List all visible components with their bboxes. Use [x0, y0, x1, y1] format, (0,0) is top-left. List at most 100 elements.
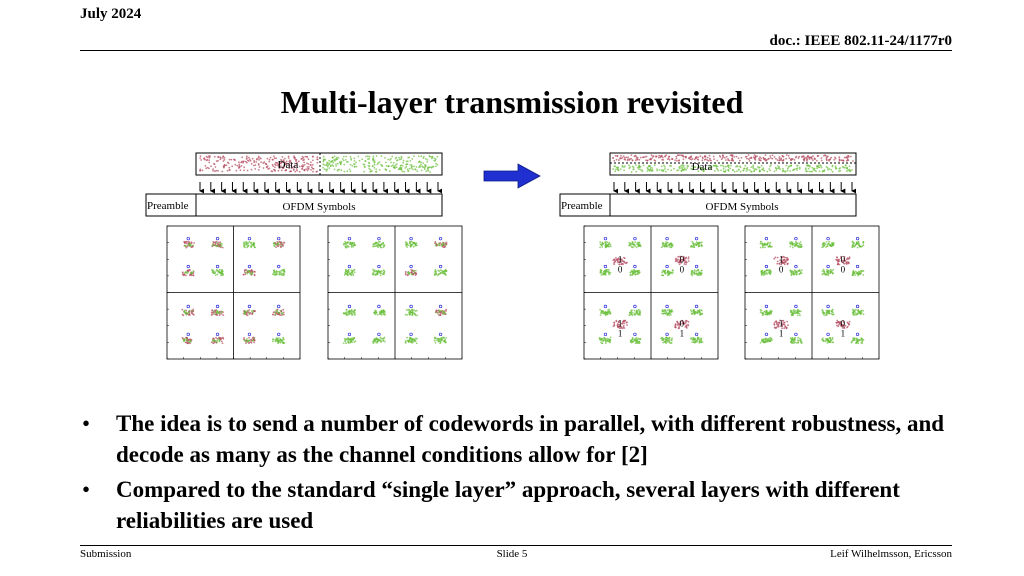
bullet-text: Compared to the standard “single layer” … — [116, 477, 900, 533]
footer-slide-number: Slide 5 — [496, 548, 528, 560]
bit-label-bottom: 0 — [680, 265, 685, 275]
bit-label-bottom: 0 — [779, 265, 784, 275]
reference-point — [186, 332, 190, 337]
reference-point — [377, 236, 381, 241]
bit-label-bottom: 1 — [680, 328, 685, 338]
reference-point — [247, 264, 252, 269]
reference-point — [633, 236, 637, 241]
right-arrow-row — [613, 182, 857, 194]
reference-point — [794, 264, 798, 269]
reference-point — [347, 304, 352, 309]
right-data-layer-b — [612, 164, 853, 173]
reference-point — [764, 236, 769, 241]
reference-point — [694, 304, 699, 309]
left-data-label: Data — [278, 159, 299, 171]
right-ofdm-label: OFDM Symbols — [705, 201, 778, 213]
reference-point — [603, 264, 608, 269]
reference-point — [665, 304, 669, 309]
bit-label-top: 0 — [680, 318, 685, 328]
left-data-layer-b — [322, 155, 439, 173]
reference-point — [633, 304, 637, 309]
reference-point — [855, 264, 860, 269]
reference-point — [603, 332, 608, 337]
reference-point — [826, 332, 830, 337]
reference-point — [855, 304, 860, 309]
reference-point — [764, 264, 769, 269]
reference-point — [794, 332, 798, 337]
reference-point — [215, 304, 220, 309]
left-ofdm-label: OFDM Symbols — [282, 201, 355, 213]
bit-label-bottom: 1 — [618, 328, 623, 338]
right-data-layer-a — [612, 154, 854, 162]
reference-point — [826, 264, 830, 269]
bit-label-top: 0 — [841, 255, 846, 265]
left-preamble-label: Preamble — [147, 200, 189, 212]
reference-point — [409, 332, 413, 337]
bit-label-top: 1 — [618, 255, 623, 265]
bit-label-bottom: 1 — [779, 328, 784, 338]
reference-point — [603, 304, 608, 309]
reference-point — [438, 304, 443, 309]
header-date: July 2024 — [80, 6, 142, 22]
bit-label-top: 1 — [618, 318, 623, 328]
reference-point — [438, 332, 443, 337]
header-rule — [80, 50, 952, 51]
bit-label-bottom: 0 — [841, 265, 846, 275]
reference-point — [277, 264, 281, 269]
reference-point — [826, 236, 830, 241]
footer-left: Submission — [80, 548, 132, 560]
bit-label-bottom: 1 — [841, 328, 846, 338]
reference-point — [377, 332, 381, 337]
reference-point — [247, 332, 252, 337]
reference-point — [186, 264, 190, 269]
reference-point — [215, 236, 220, 241]
multi-layer-figure: Data Preamble OFDM Symbols Data Preamble… — [145, 152, 880, 360]
reference-point — [826, 304, 830, 309]
reference-point — [347, 332, 352, 337]
reference-point — [215, 332, 220, 337]
right-frame: Preamble OFDM Symbols — [559, 193, 857, 217]
reference-point — [794, 304, 798, 309]
bit-label-top: 1 — [779, 318, 784, 328]
reference-point — [277, 304, 281, 309]
reference-point — [665, 332, 669, 337]
bullet-list: • The idea is to send a number of codewo… — [82, 408, 962, 540]
reference-point — [215, 264, 220, 269]
bit-label-top: 0 — [841, 318, 846, 328]
reference-point — [409, 304, 413, 309]
reference-point — [277, 236, 281, 241]
reference-point — [665, 264, 669, 269]
bullet-marker: • — [82, 477, 91, 502]
reference-point — [438, 236, 443, 241]
bullet-marker: • — [82, 411, 91, 436]
reference-point — [409, 236, 413, 241]
left-data-bar: Data — [195, 152, 443, 176]
reference-point — [377, 304, 381, 309]
slide-title: Multi-layer transmission revisited — [280, 84, 744, 120]
reference-point — [377, 264, 381, 269]
reference-point — [247, 304, 252, 309]
reference-point — [694, 236, 699, 241]
reference-point — [186, 304, 190, 309]
reference-point — [794, 236, 798, 241]
bit-label-top: 0 — [680, 255, 685, 265]
bullet-item: • Compared to the standard “single layer… — [82, 474, 962, 536]
reference-point — [277, 332, 281, 337]
left-arrow-row — [199, 182, 443, 194]
reference-point — [764, 304, 769, 309]
reference-point — [347, 236, 352, 241]
reference-point — [347, 264, 352, 269]
footer-rule — [80, 545, 952, 546]
reference-point — [694, 264, 699, 269]
constellation-plot-1 — [166, 225, 301, 360]
reference-point — [603, 236, 608, 241]
right-data-bar: Data — [609, 152, 857, 176]
left-data-layer-a — [199, 155, 319, 173]
header-doc-id: doc.: IEEE 802.11-24/1177r0 — [769, 33, 952, 49]
left-frame: Preamble OFDM Symbols — [145, 193, 443, 217]
reference-point — [247, 236, 252, 241]
reference-point — [633, 264, 637, 269]
reference-point — [855, 236, 860, 241]
